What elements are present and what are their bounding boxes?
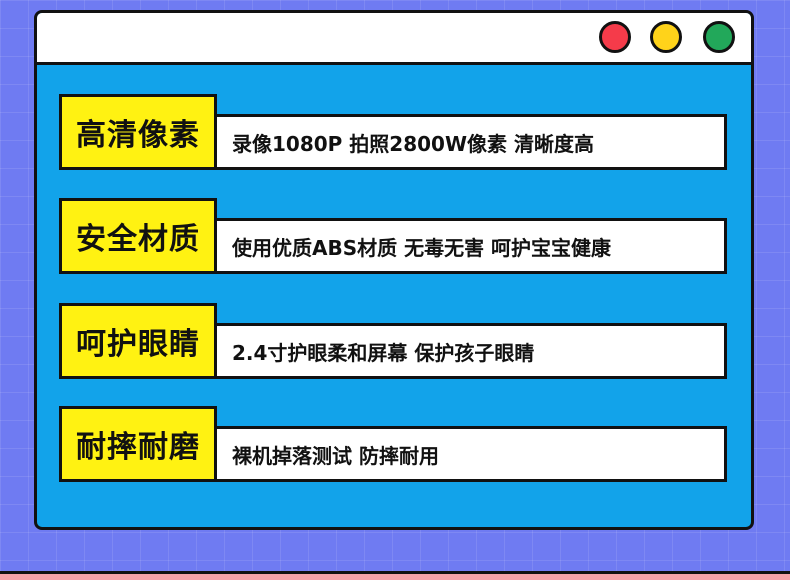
feature-title: 安全材质 xyxy=(59,198,217,274)
minimize-button[interactable] xyxy=(650,21,682,53)
feature-title: 高清像素 xyxy=(59,94,217,170)
feature-description: 使用优质ABS材质 无毒无害 呵护宝宝健康 xyxy=(209,218,727,274)
feature-description: 裸机掉落测试 防摔耐用 xyxy=(209,426,727,482)
maximize-button[interactable] xyxy=(703,21,735,53)
feature-row-hd-pixels: 录像1080P 拍照2800W像素 清晰度高 高清像素 xyxy=(59,94,727,170)
feature-row-safe-material: 使用优质ABS材质 无毒无害 呵护宝宝健康 安全材质 xyxy=(59,198,727,274)
window-titlebar xyxy=(37,13,751,65)
feature-title: 呵护眼睛 xyxy=(59,303,217,379)
feature-description: 2.4寸护眼柔和屏幕 保护孩子眼睛 xyxy=(209,323,727,379)
bottom-panel-edge xyxy=(0,571,790,580)
close-button[interactable] xyxy=(599,21,631,53)
app-window: 录像1080P 拍照2800W像素 清晰度高 高清像素 使用优质ABS材质 无毒… xyxy=(34,10,754,530)
feature-title: 耐摔耐磨 xyxy=(59,406,217,482)
feature-row-eye-care: 2.4寸护眼柔和屏幕 保护孩子眼睛 呵护眼睛 xyxy=(59,303,727,379)
feature-description: 录像1080P 拍照2800W像素 清晰度高 xyxy=(209,114,727,170)
feature-row-durable: 裸机掉落测试 防摔耐用 耐摔耐磨 xyxy=(59,406,727,482)
